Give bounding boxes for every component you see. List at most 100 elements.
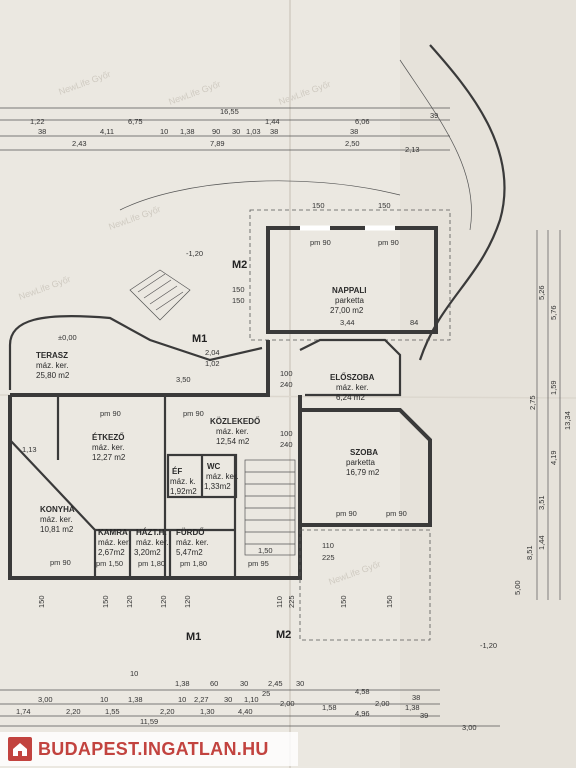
eloszoba-name: ELŐSZOBA [330, 373, 375, 382]
haztart-name: HÁZT.H. [136, 528, 167, 537]
bdim3-e: 1,30 [200, 707, 215, 716]
eloszoba-walls [299, 338, 402, 397]
bdim3-i: 2,00 [375, 699, 390, 708]
brand-footer: BUDAPEST.INGATLAN.HU [0, 732, 298, 766]
dim-top2-a: 38 [38, 127, 46, 136]
etkezo-pm90: pm 90 [100, 409, 121, 418]
bdim4-b: 4,96 [355, 709, 370, 718]
vdim-5: 120 [183, 595, 192, 608]
nappali-area: 27,00 m2 [330, 306, 364, 315]
ef-floor: máz. k. [170, 477, 196, 486]
brand-name[interactable]: BUDAPEST.INGATLAN.HU [38, 738, 269, 759]
dim-top2-d: 1,38 [180, 127, 195, 136]
upper-stair: -1,20 M2 M1 150 150 2,04 1,02 3,50 [129, 249, 247, 384]
lower-vertical-dims: 150 150 120 120 120 110 225 150 150 [37, 595, 394, 608]
furdo-pm180: pm 1,80 [180, 559, 207, 568]
terasz-outline [8, 315, 263, 390]
right-dimensions: 5,26 5,76 2,75 1,59 4,19 3,51 8,51 1,44 … [513, 230, 572, 600]
room-eloszoba: ELŐSZOBA máz. ker. 6,24 m2 [330, 373, 375, 402]
kozlekedo-name: KÖZLEKEDŐ [210, 417, 260, 426]
room-terasz: ±0,00 TERASZ máz. ker. 25,80 m2 [8, 315, 263, 390]
room-kamra: KAMRA máz. ker. 2,67m2 [98, 528, 130, 557]
dim-top2-g: 1,03 [246, 127, 261, 136]
vdim-4: 120 [159, 595, 168, 608]
dim-150-stair-a: 150 [232, 285, 245, 294]
house-logo-icon [8, 737, 32, 761]
dim-top3-d: 2,13 [405, 145, 420, 154]
wc-floor: máz. ker. [206, 472, 238, 481]
bdim3-g: 2,00 [280, 699, 295, 708]
nappali-walls [266, 226, 438, 334]
section-m2-top: M2 [232, 259, 247, 271]
dim-right-a: 5,26 [537, 285, 546, 300]
szoba-pm90b: pm 90 [386, 509, 407, 518]
etkezo-name: ÉTKEZŐ [92, 433, 124, 442]
konyha-pm90: pm 90 [50, 558, 71, 567]
bdim1-a: 10 [130, 669, 138, 678]
nappali-dim-344: 3,44 [340, 318, 355, 327]
kamra-pm150: pm 1,50 [96, 559, 123, 568]
dim-top2-h: 38 [270, 127, 278, 136]
room-etkezo: pm 90 ÉTKEZŐ máz. ker. 12,27 m2 [92, 409, 126, 462]
konyha-dim-113: 1,13 [22, 445, 37, 454]
bdim4-c: 39 [420, 711, 428, 720]
kamra-name: KAMRA [98, 528, 128, 537]
etkezo-area: 12,27 m2 [92, 453, 126, 462]
house-top-wall [10, 340, 270, 397]
stair-pm95: pm 95 [248, 559, 269, 568]
terasz-floor: máz. ker. [36, 361, 68, 370]
dim-top3-a: 2,43 [72, 139, 87, 148]
vdim-8: 150 [339, 595, 348, 608]
bdim3-d: 2,20 [160, 707, 175, 716]
szoba-floor: parketta [346, 458, 375, 467]
dim-top1-e: 6,06 [355, 117, 370, 126]
vdim-2: 150 [101, 595, 110, 608]
bdim3-h: 1,58 [322, 703, 337, 712]
kozlekedo-floor: máz. ker. [216, 427, 248, 436]
dim-102: 1,02 [205, 359, 220, 368]
dim-top3-c: 2,50 [345, 139, 360, 148]
garden-curve [418, 44, 506, 361]
lower-stair [244, 459, 296, 556]
dim-right-d: 1,59 [549, 380, 558, 395]
bdim3-c: 1,55 [105, 707, 120, 716]
bdim1-e: 2,45 [268, 679, 283, 688]
bdim2-g: 1,10 [244, 695, 259, 704]
room-konyha: KONYHA máz. ker. 10,81 m2 pm 90 1,13 [22, 445, 75, 567]
section-m1-top: M1 [192, 333, 207, 345]
bdim4-a: 11,59 [140, 717, 158, 726]
terasz-area: 25,80 m2 [36, 371, 70, 380]
bdim2-e: 2,27 [194, 695, 209, 704]
furdo-area: 5,47m2 [176, 548, 203, 557]
house-outer-wall [8, 395, 302, 580]
eloszoba-dim-100: 100 [280, 369, 293, 378]
bdim4-d: 3,00 [462, 723, 477, 732]
room-haztart: HÁZT.H. máz. ker. 3,20m2 [134, 528, 168, 557]
dim-16-55: 16,55 [220, 107, 239, 116]
stair-outline [129, 269, 191, 321]
konyha-floor: máz. ker. [40, 515, 72, 524]
room-wc: WC máz. ker. 1,33m2 [204, 462, 238, 491]
szoba-pm90a: pm 90 [336, 509, 357, 518]
vdim-7: 225 [287, 595, 296, 608]
dim-top2-b: 4,11 [100, 127, 114, 136]
bdim1-d: 30 [240, 679, 248, 688]
dim-right-c: 2,75 [528, 395, 537, 410]
etkezo-floor: máz. ker. [92, 443, 124, 452]
kamra-area: 2,67m2 [98, 548, 125, 557]
vdim-3: 120 [125, 595, 134, 608]
bdim2-d: 10 [178, 695, 186, 704]
ef-area: 1,92m2 [170, 487, 197, 496]
dim-right-i: 5,00 [513, 580, 522, 595]
dim-right-f: 3,51 [537, 495, 546, 510]
dim-204: 2,04 [205, 348, 220, 357]
entrance-dashed [299, 529, 431, 641]
kozlekedo-dim-100: 100 [280, 429, 293, 438]
bdim1-b: 1,38 [175, 679, 190, 688]
dim-top2-e: 90 [212, 127, 220, 136]
nappali-pm90a: pm 90 [310, 238, 331, 247]
top-dimensions: 16,55 1,22 6,75 1,44 6,06 39 38 4,11 10 … [0, 107, 450, 154]
dim-top1-a: 1,22 [30, 117, 45, 126]
vdim-9: 150 [385, 595, 394, 608]
dim-right-e: 4,19 [549, 450, 558, 465]
